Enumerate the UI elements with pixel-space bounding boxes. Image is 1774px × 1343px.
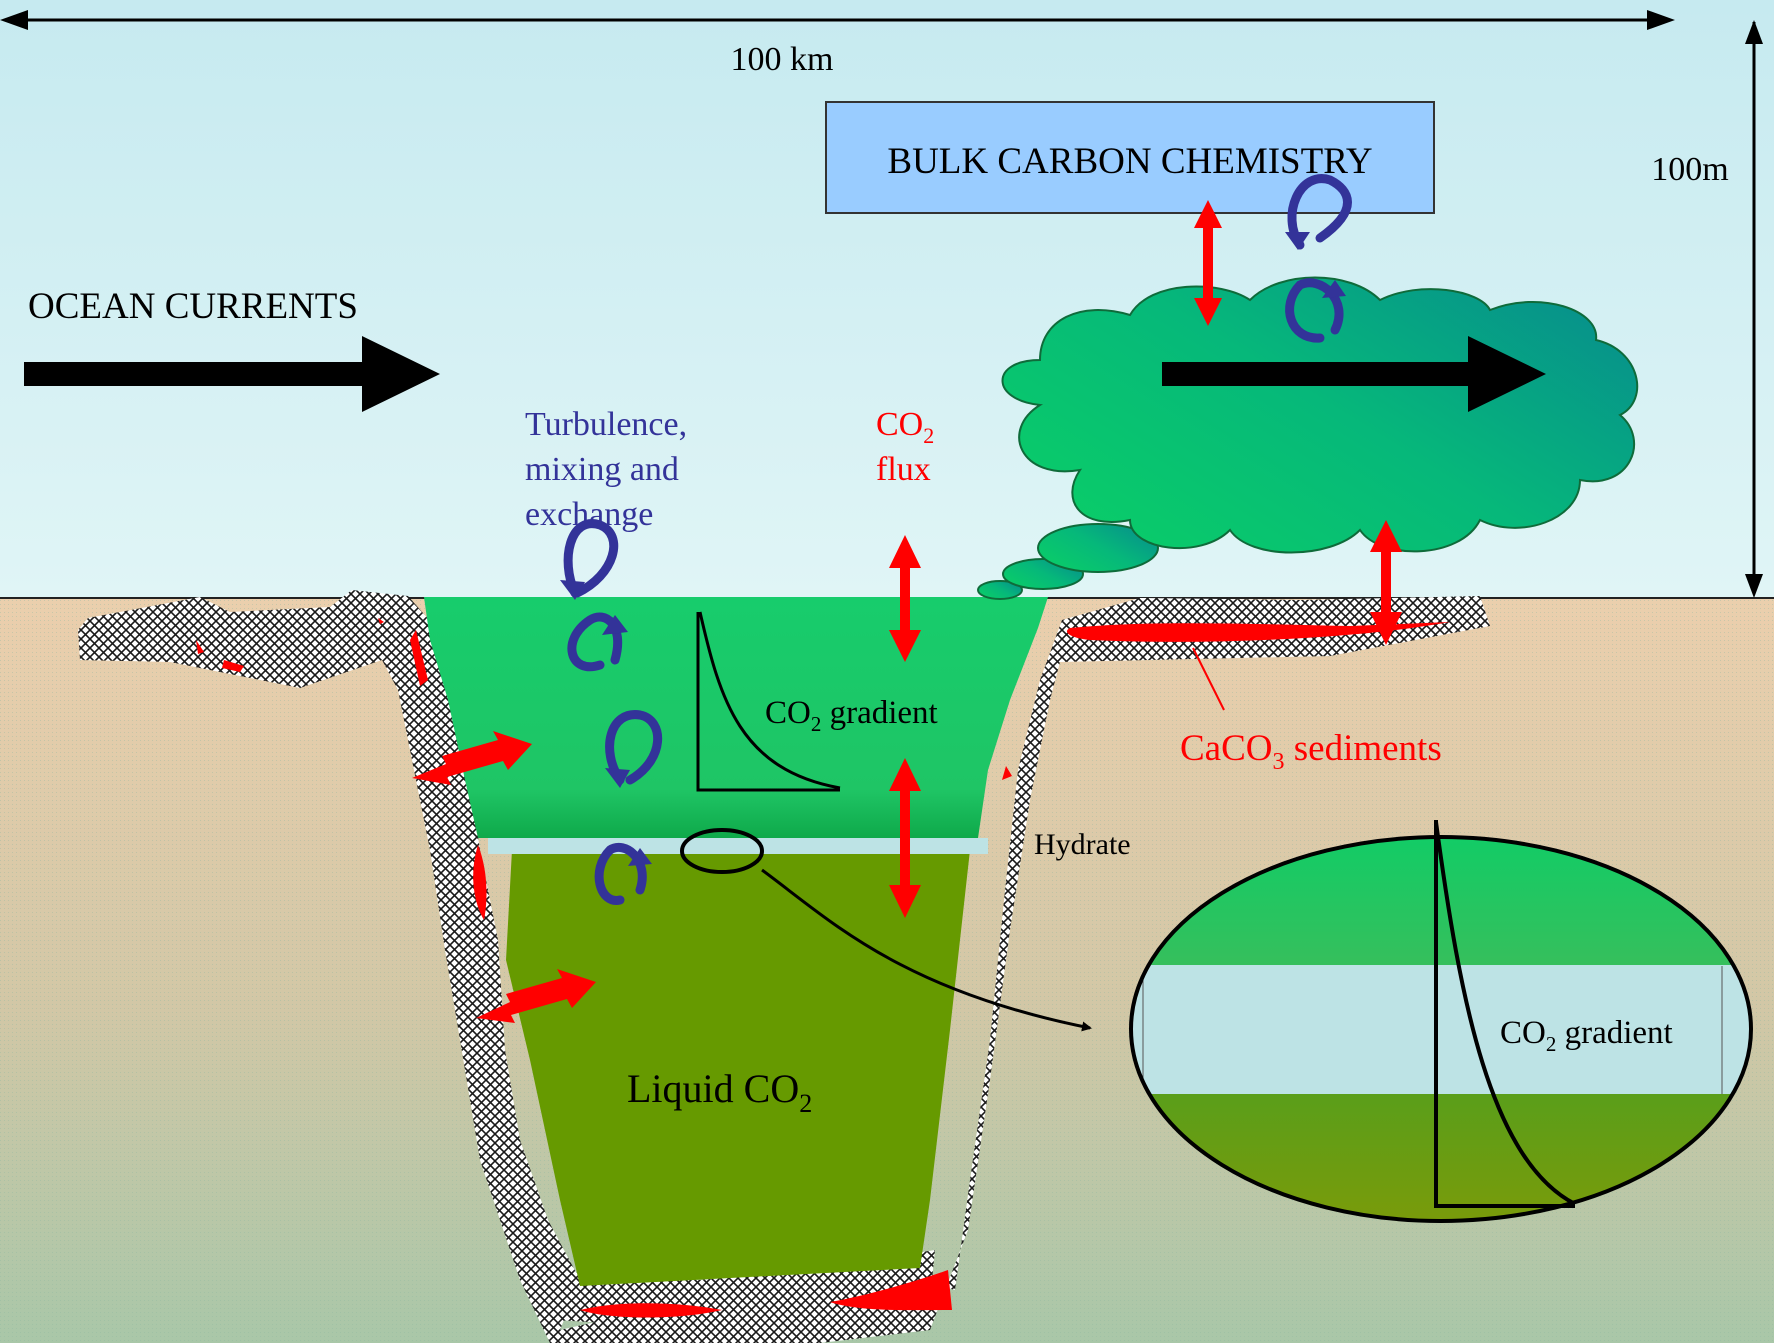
- co2-flux-label-line2: flux: [876, 451, 931, 488]
- turbulence-label-1: Turbulence,: [525, 406, 687, 443]
- co2-flux-label: CO2: [876, 406, 934, 448]
- ocean-current-arrow: [24, 336, 440, 412]
- turbulence-arrowheads: [560, 232, 1346, 866]
- turbulence-label-2: mixing and: [525, 451, 679, 488]
- magnifier-ring: [680, 828, 764, 874]
- horizontal-scale: [0, 10, 1675, 30]
- co2-flux-arrows: [412, 200, 1402, 1023]
- magnifier-pointer: [761, 868, 1092, 1032]
- plume-current-arrow: [1162, 336, 1546, 412]
- vertical-scale-label: 100m: [1651, 151, 1728, 188]
- horizontal-scale-label: 100 km: [731, 41, 834, 78]
- bulk-carbon-box: [825, 101, 1435, 214]
- hydrate-layer: [488, 838, 988, 854]
- caco3-label: CaCO3 sediments: [1180, 728, 1442, 775]
- ocean-currents-label: OCEAN CURRENTS: [28, 286, 358, 327]
- bulk-carbon-label: BULK CARBON CHEMISTRY: [887, 141, 1372, 182]
- caco3-callout-line: [1192, 647, 1225, 711]
- liquid-co2-label: Liquid CO2: [627, 1066, 812, 1118]
- liquid-co2-pool: [506, 850, 970, 1286]
- caco3-deposits: [196, 618, 1450, 1318]
- hydrate-label: Hydrate: [1034, 828, 1131, 861]
- vertical-scale: [1745, 20, 1763, 598]
- co2-gradient-graph: [696, 611, 841, 792]
- inset-gradient-label: CO2 gradient: [1500, 1015, 1673, 1056]
- co2-gradient-label: CO2 gradient: [765, 695, 938, 736]
